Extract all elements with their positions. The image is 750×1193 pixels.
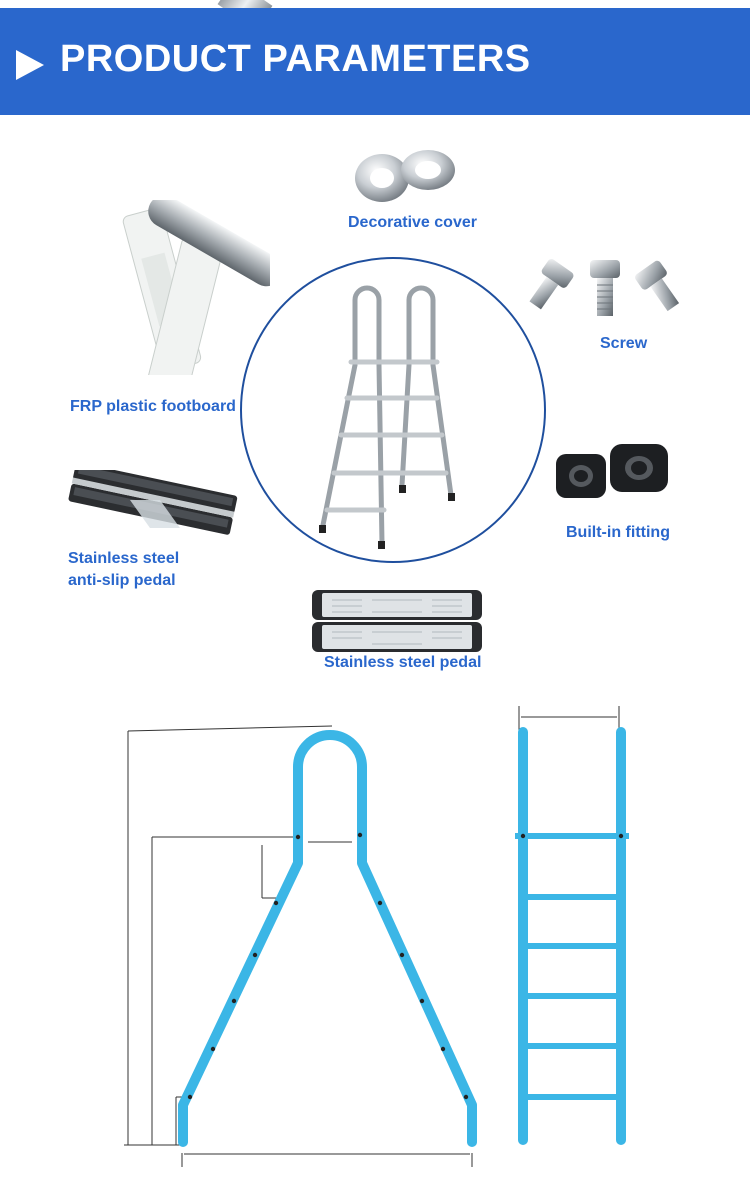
page-title: PRODUCT PARAMETERS bbox=[60, 38, 531, 80]
decorative-cover-label: Decorative cover bbox=[348, 214, 477, 231]
builtin-fitting-label: Built-in fitting bbox=[566, 524, 670, 541]
ladder-circle bbox=[237, 255, 549, 565]
screw-label: Screw bbox=[600, 335, 648, 352]
anti-slip-pedal-image bbox=[60, 470, 245, 545]
ladder-side-diagram bbox=[120, 705, 500, 1175]
frp-footboard-image bbox=[120, 200, 270, 375]
ladder-front-diagram bbox=[505, 700, 640, 1150]
play-arrow-icon bbox=[16, 50, 44, 80]
frp-footboard-label: FRP plastic footboard bbox=[70, 398, 236, 415]
header-banner: PRODUCT PARAMETERS bbox=[0, 8, 750, 115]
screw-image bbox=[528, 255, 683, 325]
anti-slip-pedal-label-line2: anti-slip pedal bbox=[68, 572, 176, 589]
steel-pedal-label: Stainless steel pedal bbox=[324, 654, 482, 671]
decorative-cover-image bbox=[352, 148, 462, 208]
anti-slip-pedal-label-line1: Stainless steel bbox=[68, 550, 180, 567]
builtin-fitting-image bbox=[550, 440, 680, 510]
steel-pedal-image bbox=[312, 590, 482, 652]
